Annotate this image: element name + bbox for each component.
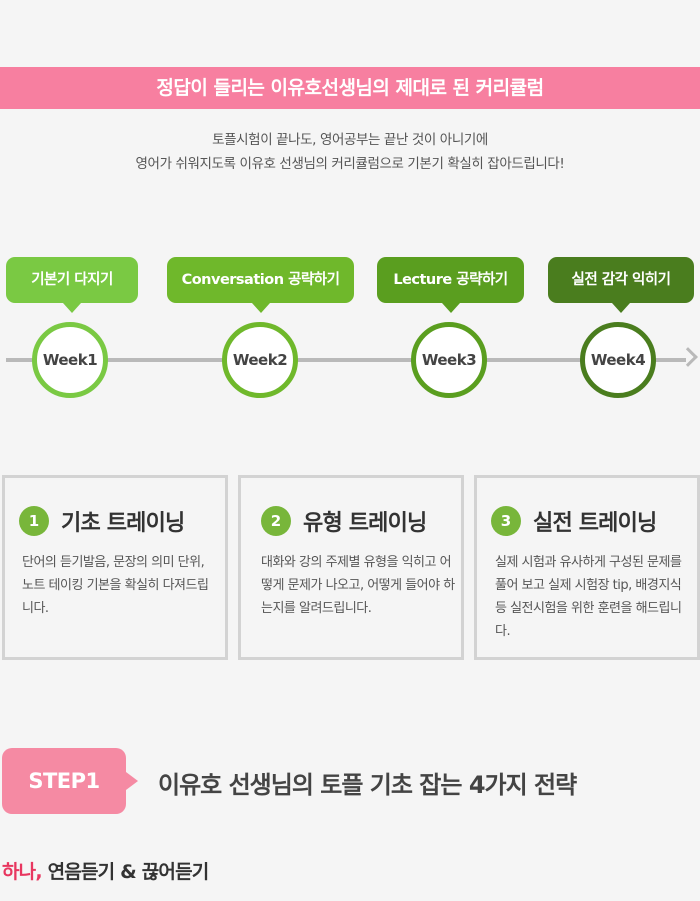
intro-line-1: 토플시험이 끝나도, 영어공부는 끝난 것이 아니기에 (212, 132, 488, 148)
bubble-tail (612, 303, 630, 313)
subheading-text: 연음듣기 & 끊어듣기 (41, 861, 210, 883)
card-header: 1 기초 트레이닝 (19, 504, 185, 538)
step-pointer-icon (126, 772, 138, 790)
week1-bubble-label: 기본기 다지기 (31, 272, 113, 288)
week3-bubble: Lecture 공략하기 (377, 257, 524, 313)
week3-label: Week3 (421, 351, 477, 369)
week2-bubble-label: Conversation 공략하기 (181, 272, 340, 288)
step-badge-label: STEP1 (28, 769, 100, 793)
card-header: 3 실전 트레이닝 (491, 504, 657, 538)
curriculum-banner: 정답이 들리는 이유호선생님의 제대로 된 커리큘럼 (0, 67, 700, 109)
banner-title: 정답이 들리는 이유호선생님의 제대로 된 커리큘럼 (156, 77, 544, 99)
week2-bubble: Conversation 공략하기 (167, 257, 354, 313)
week4-label: Week4 (590, 351, 646, 369)
card-type-training: 2 유형 트레이닝 대화와 강의 주제별 유형을 익히고 어떻게 문제가 나오고… (238, 475, 464, 660)
card-description: 실제 시험과 유사하게 구성된 문제를 풀어 보고 실제 시험장 tip, 배경… (495, 555, 682, 639)
bubble-tail (251, 303, 270, 313)
week3-circle: Week3 (411, 322, 487, 398)
strategy-subheading: 하나, 연음듣기 & 끊어듣기 (2, 857, 210, 884)
week2-label: Week2 (232, 351, 288, 369)
bubble-tail (63, 303, 81, 313)
timeline-arrow-icon (678, 347, 698, 367)
card-description: 대화와 강의 주제별 유형을 익히고 어떻게 문제가 나오고, 어떻게 들어야 … (261, 555, 455, 616)
card-header: 2 유형 트레이닝 (261, 504, 427, 538)
week4-bubble: 실전 감각 익히기 (548, 257, 694, 313)
card-title: 유형 트레이닝 (303, 511, 427, 536)
timeline-line (6, 358, 686, 362)
card-title: 기초 트레이닝 (61, 511, 185, 536)
subheading-accent: 하나, (2, 861, 43, 883)
week1-bubble: 기본기 다지기 (6, 257, 138, 313)
week4-bubble-label: 실전 감각 익히기 (571, 272, 671, 288)
step-badge: STEP1 (2, 748, 138, 814)
card-title: 실전 트레이닝 (533, 511, 657, 536)
week2-circle: Week2 (222, 322, 298, 398)
intro-line-2: 영어가 쉬워지도록 이유호 선생님의 커리큘럼으로 기본기 확실히 잡아드립니다… (135, 156, 565, 172)
week4-circle: Week4 (580, 322, 656, 398)
number-badge: 3 (491, 506, 521, 536)
card-basic-training: 1 기초 트레이닝 단어의 듣기발음, 문장의 의미 단위, 노트 테이킹 기본… (2, 475, 228, 660)
card-description: 단어의 듣기발음, 문장의 의미 단위, 노트 테이킹 기본을 확실히 다져드립… (22, 555, 209, 616)
intro-text: 토플시험이 끝나도, 영어공부는 끝난 것이 아니기에 영어가 쉬워지도록 이유… (0, 128, 700, 176)
week1-label: Week1 (42, 351, 98, 369)
bubble-tail (441, 303, 460, 313)
week3-bubble-label: Lecture 공략하기 (393, 272, 508, 288)
number-badge: 2 (261, 506, 291, 536)
step-title: 이유호 선생님의 토플 기초 잡는 4가지 전략 (158, 771, 577, 799)
week1-circle: Week1 (32, 322, 108, 398)
card-practice-training: 3 실전 트레이닝 실제 시험과 유사하게 구성된 문제를 풀어 보고 실제 시… (474, 475, 700, 660)
number-badge: 1 (19, 506, 49, 536)
